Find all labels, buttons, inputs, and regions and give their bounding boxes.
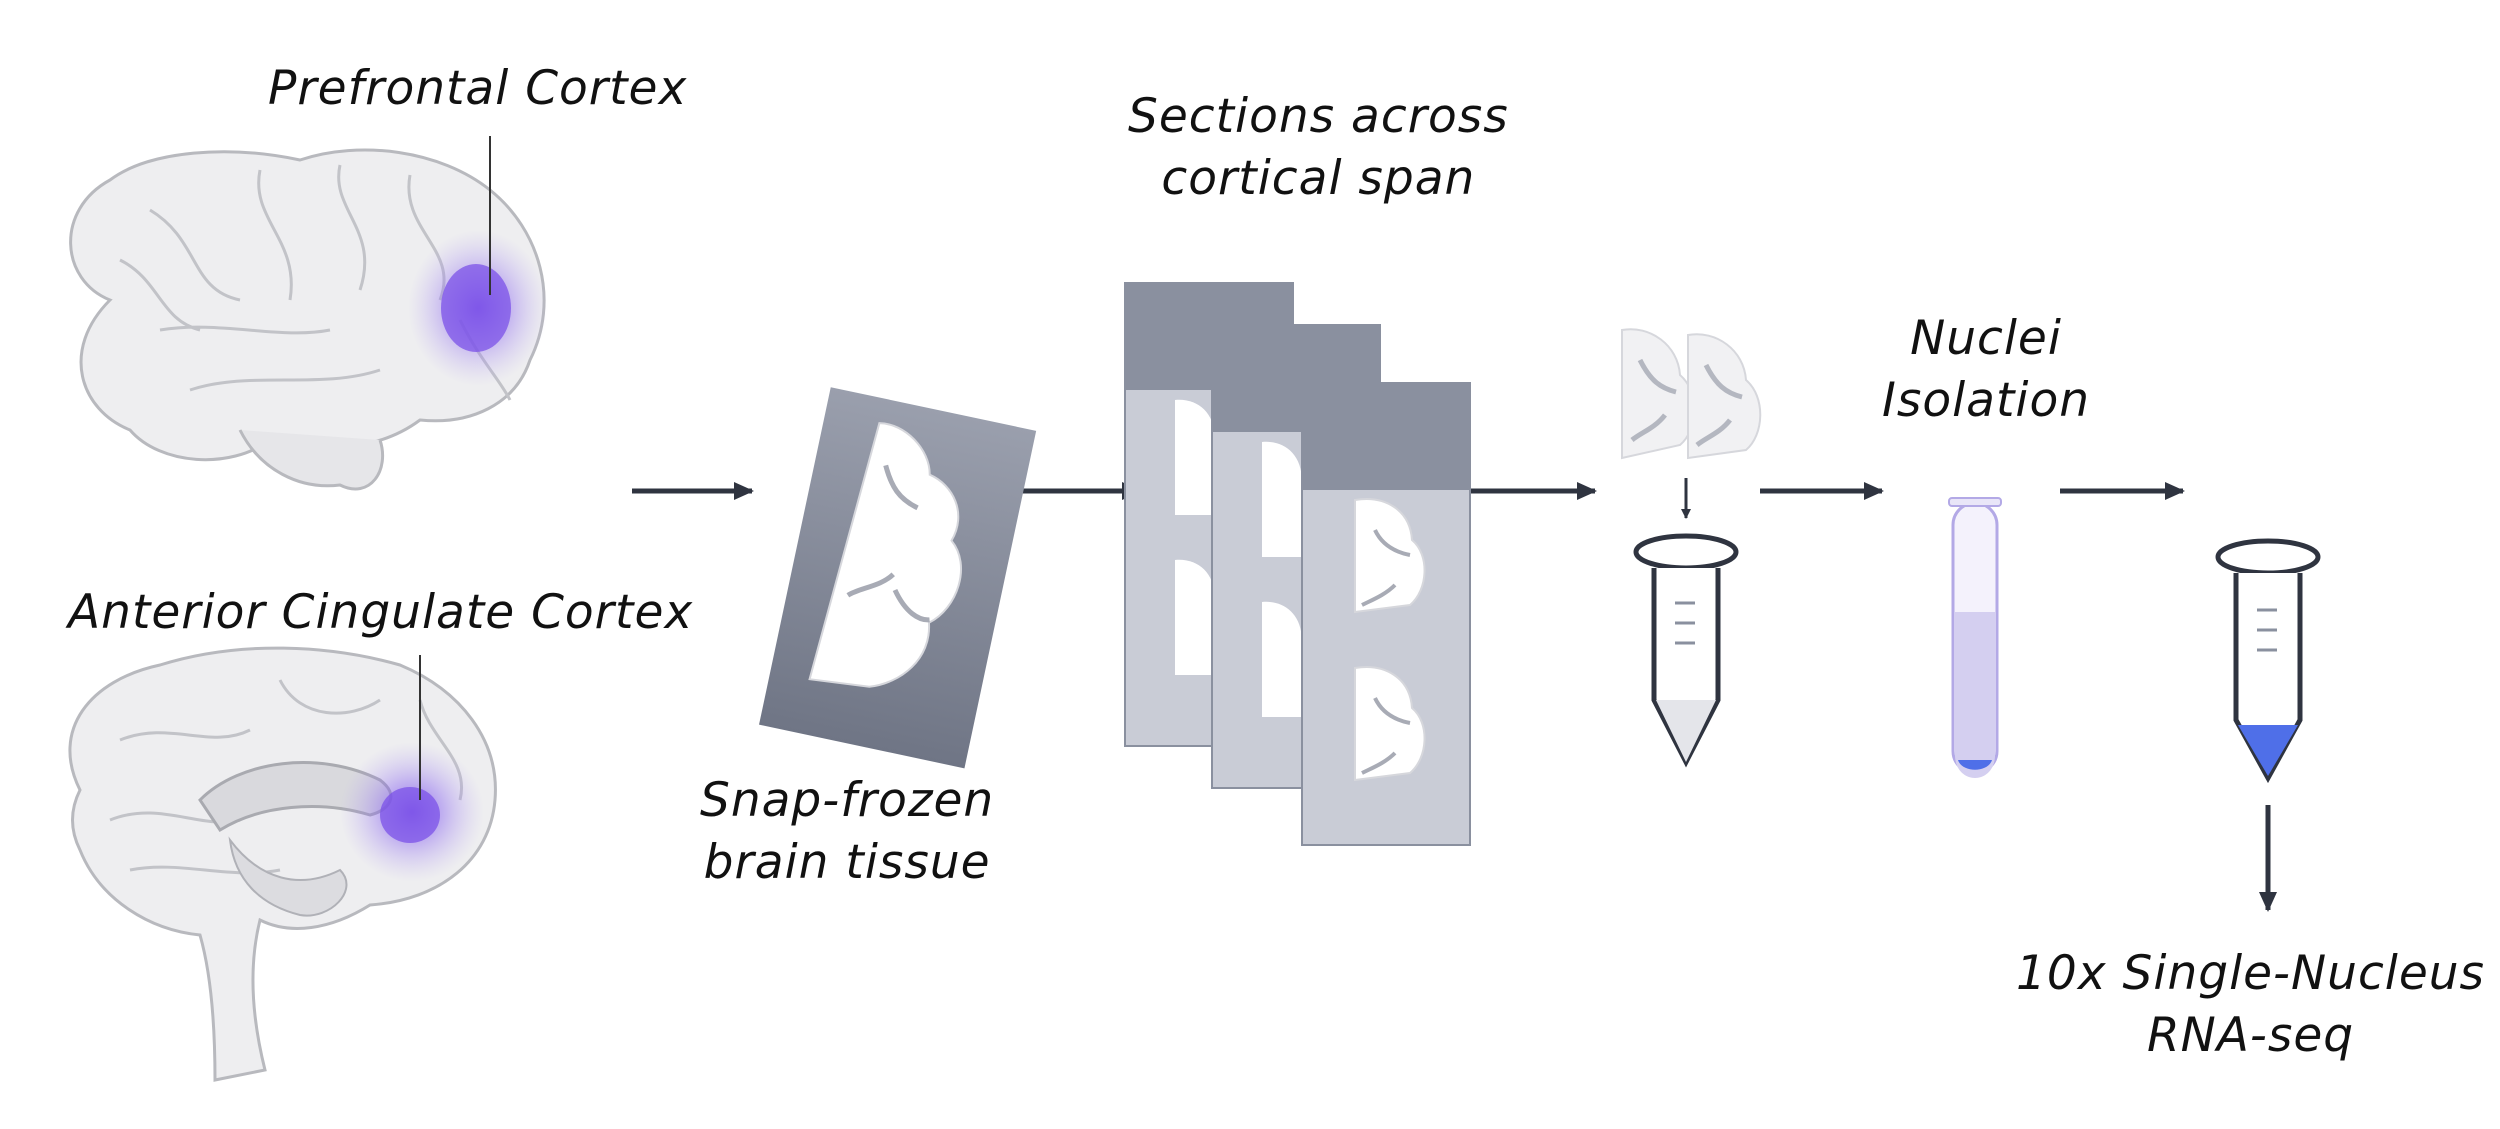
label-snap-frozen-line1: Snap-frozen — [700, 773, 995, 828]
pellet-tube-icon — [2215, 538, 2321, 784]
label-snrnaseq-line1: 10x Single-Nucleus — [2016, 946, 2486, 1001]
tissue-pieces-icon — [1621, 328, 1762, 460]
label-snap-frozen: Snap-frozen brain tissue — [700, 770, 994, 894]
slide-stack-icon — [1124, 282, 1471, 846]
label-sections: Sections across cortical span — [1128, 86, 1509, 210]
label-snrnaseq-line2: RNA-seq — [2146, 1008, 2355, 1063]
test-tube-icon — [1948, 497, 2002, 778]
label-sections-line1: Sections across — [1128, 89, 1509, 144]
label-snap-frozen-line2: brain tissue — [703, 835, 991, 890]
label-prefrontal-cortex: Prefrontal Cortex — [268, 61, 688, 116]
label-nuclei-line2: Isolation — [1882, 373, 2090, 428]
tissue-block-icon — [759, 387, 1037, 769]
label-nuclei-isolation: Nuclei Isolation — [1882, 308, 2090, 432]
label-nuclei-line1: Nuclei — [1910, 311, 2062, 366]
label-snrnaseq: 10x Single-Nucleus RNA-seq — [2016, 943, 2485, 1067]
brain-medial-icon — [68, 646, 497, 1082]
slide-3 — [1301, 382, 1471, 846]
label-sections-line2: cortical span — [1161, 151, 1476, 206]
tube-icon — [1633, 533, 1739, 768]
brain-lateral-icon — [69, 136, 548, 491]
label-anterior-cingulate-cortex: Anterior Cingulate Cortex — [68, 585, 694, 640]
